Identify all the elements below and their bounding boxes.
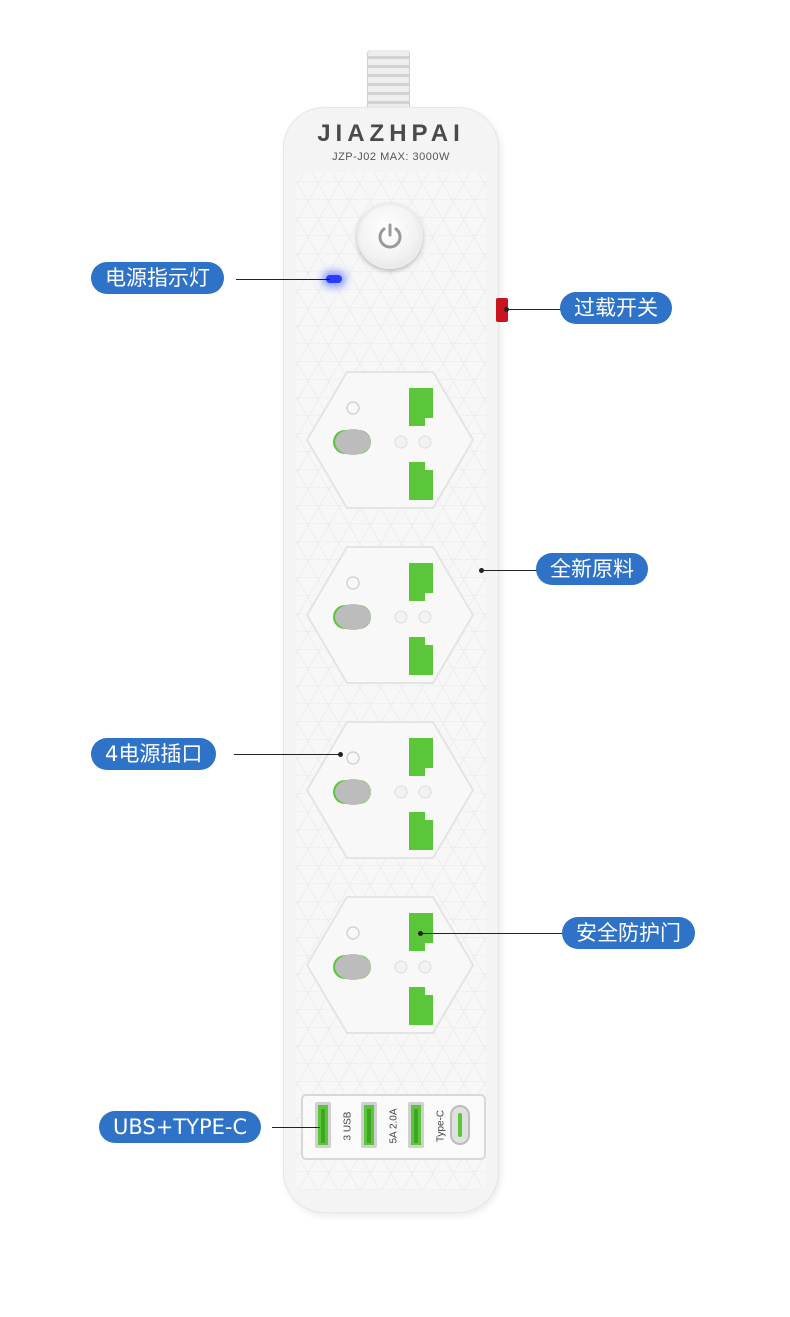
- usb-label-typec: Type-C: [435, 1109, 447, 1143]
- callout-safety-shutter: 安全防护门: [562, 917, 695, 949]
- callout-dot-overload: [504, 307, 509, 312]
- socket-2: [305, 545, 475, 685]
- callout-line-overload: [506, 309, 562, 310]
- power-button[interactable]: [357, 203, 423, 269]
- callout-line-sockets: [234, 754, 340, 755]
- power-indicator-led: [326, 275, 342, 283]
- typec-port: [450, 1105, 470, 1145]
- power-cable: [367, 50, 410, 112]
- socket-3: [305, 720, 475, 860]
- callout-usb-typec: UBS+TYPE-C: [99, 1111, 262, 1143]
- socket-4: [305, 895, 475, 1035]
- callout-dot-material: [479, 568, 484, 573]
- overload-switch[interactable]: [496, 298, 508, 322]
- callout-line-power-indicator: [236, 279, 330, 280]
- usb-port-1: [315, 1102, 331, 1148]
- usb-label-current: 5A 2.0A: [388, 1108, 400, 1144]
- brand-logo: JIAZHPAI: [317, 120, 465, 147]
- socket-1: [305, 370, 475, 510]
- callout-overload-switch: 过载开关: [560, 292, 672, 324]
- model-label: JZP-J02 MAX: 3000W: [332, 151, 450, 163]
- callout-line-shutter: [420, 933, 564, 934]
- callout-four-sockets: 4电源插口: [91, 738, 217, 770]
- callout-dot-shutter: [418, 931, 423, 936]
- usb-port-3: [408, 1102, 424, 1148]
- callout-line-material: [482, 570, 538, 571]
- usb-port-2: [361, 1102, 377, 1148]
- callout-power-indicator: 电源指示灯: [91, 262, 224, 294]
- power-icon: [378, 223, 402, 249]
- callout-line-usb: [272, 1127, 320, 1128]
- callout-new-material: 全新原料: [536, 553, 648, 585]
- usb-label-count: 3 USB: [342, 1111, 354, 1141]
- callout-dot-sockets: [338, 752, 343, 757]
